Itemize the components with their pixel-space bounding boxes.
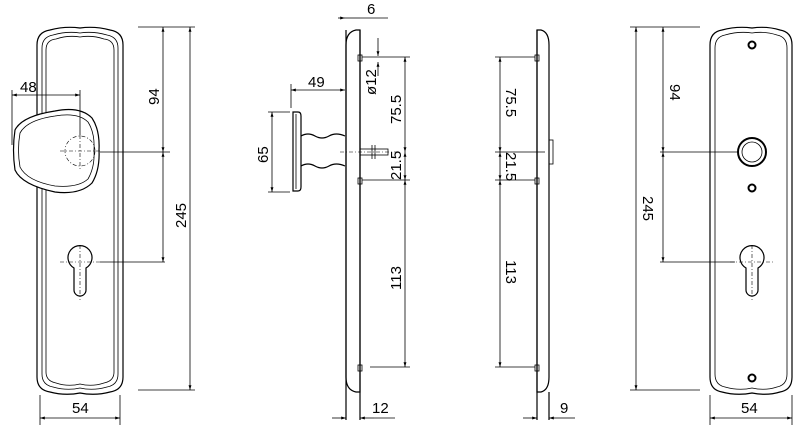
knob-rose — [292, 111, 302, 192]
dim-handle-projection: 48 — [20, 79, 37, 96]
dim-plate-thickness: 12 — [372, 400, 389, 417]
back-plate-profile — [536, 29, 550, 393]
dim-top-screw-to-knob: 75.5 — [388, 95, 405, 124]
dim-width: 54 — [72, 400, 89, 417]
back-view: 94 245 54 — [630, 26, 793, 425]
dim-screw-spacing: 113 — [388, 266, 405, 290]
dim-knob-diameter: 65 — [255, 146, 272, 163]
dim-knob-to-top: 94 — [146, 88, 163, 105]
dim-back-screw-spacing: 113 — [502, 260, 519, 284]
dim-back-knob-to-screw: 21.5 — [502, 152, 519, 181]
front-view: 48 94 245 54 — [11, 26, 195, 425]
dim-knob-projection: 49 — [308, 74, 325, 91]
side-view-back: 75.5 21.5 113 9 — [495, 29, 575, 420]
dim-back-plate-thickness: 9 — [560, 400, 568, 417]
keyhole-icon — [67, 245, 93, 297]
dim-back-top-screw-to-knob: 75.5 — [502, 88, 519, 117]
dim-knob-to-screw: 21.5 — [388, 151, 405, 180]
knob-icon — [12, 108, 100, 194]
screw-icon — [747, 40, 757, 50]
escutcheon-plate-outline — [36, 26, 124, 395]
screw-icon — [747, 183, 757, 193]
dim-plate-flange: 6 — [367, 1, 375, 18]
side-view-knob: 6 ø12 49 65 75.5 21.5 113 12 — [255, 1, 410, 420]
plate-profile — [345, 29, 361, 393]
dim-back-width: 54 — [741, 400, 758, 417]
screw-icon — [747, 373, 757, 383]
dim-back-knob-to-top: 94 — [666, 84, 683, 101]
dim-total-height: 245 — [173, 203, 190, 228]
back-plate-outline — [709, 26, 793, 395]
dim-back-total-height: 245 — [639, 196, 656, 221]
knob-shank — [300, 133, 346, 169]
dim-screw-diameter: ø12 — [363, 69, 380, 95]
keyhole-icon — [739, 245, 765, 297]
